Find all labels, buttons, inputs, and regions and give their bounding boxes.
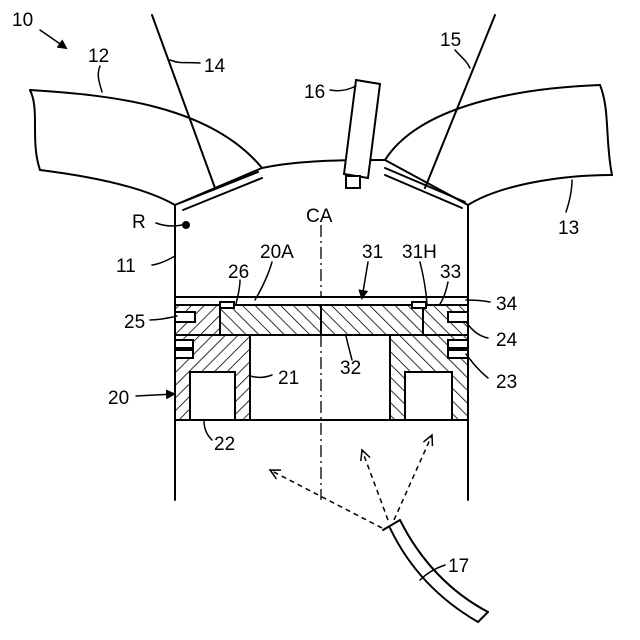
intake-port	[30, 90, 262, 205]
label-inner-boss: 21	[278, 368, 299, 389]
label-ring-34: 34	[496, 294, 518, 315]
spark-plug	[344, 80, 380, 188]
intake-valve	[152, 15, 262, 210]
label-intake-port: 12	[88, 46, 109, 67]
label-ring-25: 25	[124, 312, 145, 333]
label-piston-top-recess: 20A	[260, 242, 294, 263]
labels: 10 12 14 15 16 13 R CA 11 20A 26 31 31H …	[12, 10, 579, 577]
point-r-dot	[182, 221, 190, 229]
left-gallery	[190, 372, 235, 420]
label-cooling-gallery: 22	[214, 434, 235, 455]
label-ring-24: 24	[496, 330, 518, 351]
oil-jet	[383, 520, 488, 622]
label-exhaust-port: 13	[558, 218, 579, 239]
label-piston: 20	[108, 388, 129, 409]
label-oil-jet: 17	[448, 556, 469, 577]
label-exhaust-valve: 15	[440, 30, 461, 51]
label-insert-body: 32	[340, 358, 361, 379]
oil-spray	[270, 435, 432, 528]
label-seal-26: 26	[228, 262, 249, 283]
label-assembly: 10	[12, 10, 33, 31]
label-center-axis: CA	[306, 206, 333, 227]
label-insert-hole: 31H	[402, 242, 437, 263]
label-intake-valve: 14	[204, 56, 226, 77]
label-ring-23: 23	[496, 372, 517, 393]
label-cylinder-wall: 11	[116, 256, 136, 277]
label-seal-33: 33	[440, 262, 461, 283]
right-gallery	[405, 372, 452, 420]
exhaust-port	[385, 85, 612, 205]
label-point-r: R	[132, 212, 146, 233]
chamber-roof	[175, 160, 468, 205]
label-insert-plate: 31	[362, 242, 383, 263]
label-spark-plug: 16	[304, 82, 325, 103]
